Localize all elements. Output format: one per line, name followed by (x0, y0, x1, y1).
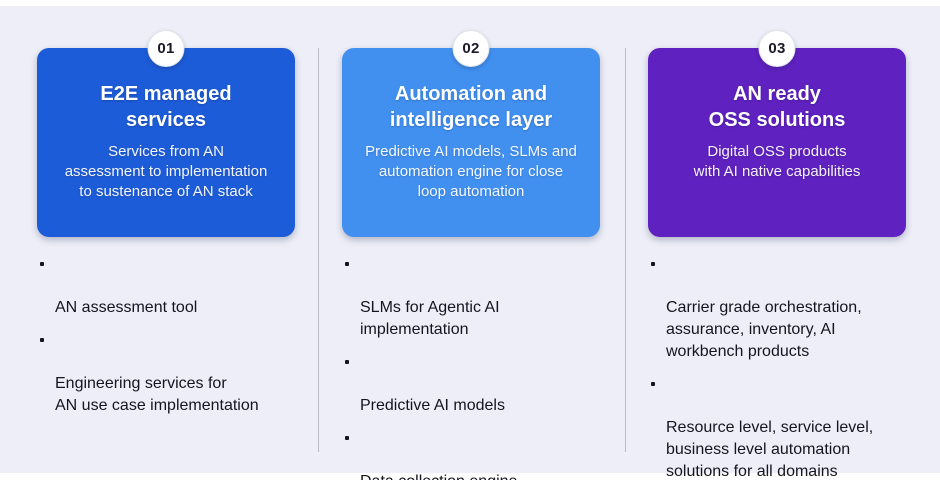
bullet-list: AN assessment tool Engineering services … (37, 253, 295, 417)
bullet-list: Carrier grade orchestration, assurance, … (648, 253, 906, 480)
bullet-dot-icon (345, 360, 349, 364)
list-item: Predictive AI models (344, 351, 600, 417)
card-description: Digital OSS products with AI native capa… (693, 143, 861, 180)
list-item: AN assessment tool (39, 253, 295, 319)
list-item: SLMs for Agentic AI implementation (344, 253, 600, 341)
card-automation-intelligence-layer: 02 Automation and intelligence layer Pre… (342, 30, 600, 237)
bullet-dot-icon (651, 262, 655, 266)
step-number-badge: 03 (758, 30, 796, 67)
card-title: E2E managed services (100, 83, 232, 131)
card-title: AN ready OSS solutions (708, 83, 846, 131)
list-item-text: AN assessment tool (55, 299, 198, 316)
step-number-badge: 01 (147, 30, 185, 67)
card-description: Services from AN assessment to implement… (64, 143, 268, 200)
card-e2e-managed-services: 01 E2E managed services Services from AN… (37, 30, 295, 237)
card-title: Automation and intelligence layer (389, 83, 553, 131)
column-divider (625, 48, 626, 452)
list-item: Engineering services for AN use case imp… (39, 329, 295, 417)
bullet-dot-icon (345, 262, 349, 266)
list-item: Carrier grade orchestration, assurance, … (650, 253, 906, 363)
bullet-list: SLMs for Agentic AI implementation Predi… (342, 253, 600, 480)
list-item-text: Carrier grade orchestration, assurance, … (666, 299, 862, 360)
bullet-dot-icon (40, 262, 44, 266)
bullet-dot-icon (40, 338, 44, 342)
bullet-dot-icon (651, 382, 655, 386)
step-number-badge: 02 (452, 30, 490, 67)
list-item-text: Engineering services for AN use case imp… (55, 375, 259, 414)
list-item-text: Resource level, service level, business … (666, 419, 874, 480)
column-an-ready-oss-solutions: 03 AN ready OSS solutions Digital OSS pr… (648, 30, 906, 480)
column-automation-intelligence-layer: 02 Automation and intelligence layer Pre… (342, 30, 600, 480)
list-item-text: Data collection engine (360, 473, 517, 480)
column-e2e-managed-services: 01 E2E managed services Services from AN… (37, 30, 295, 427)
list-item-text: Predictive AI models (360, 397, 505, 414)
list-item: Resource level, service level, business … (650, 373, 906, 480)
card-an-ready-oss-solutions: 03 AN ready OSS solutions Digital OSS pr… (648, 30, 906, 237)
list-item: Data collection engine (344, 427, 600, 480)
list-item-text: SLMs for Agentic AI implementation (360, 299, 500, 338)
bullet-dot-icon (345, 436, 349, 440)
card-description: Predictive AI models, SLMs and automatio… (365, 143, 577, 200)
column-divider (318, 48, 319, 452)
